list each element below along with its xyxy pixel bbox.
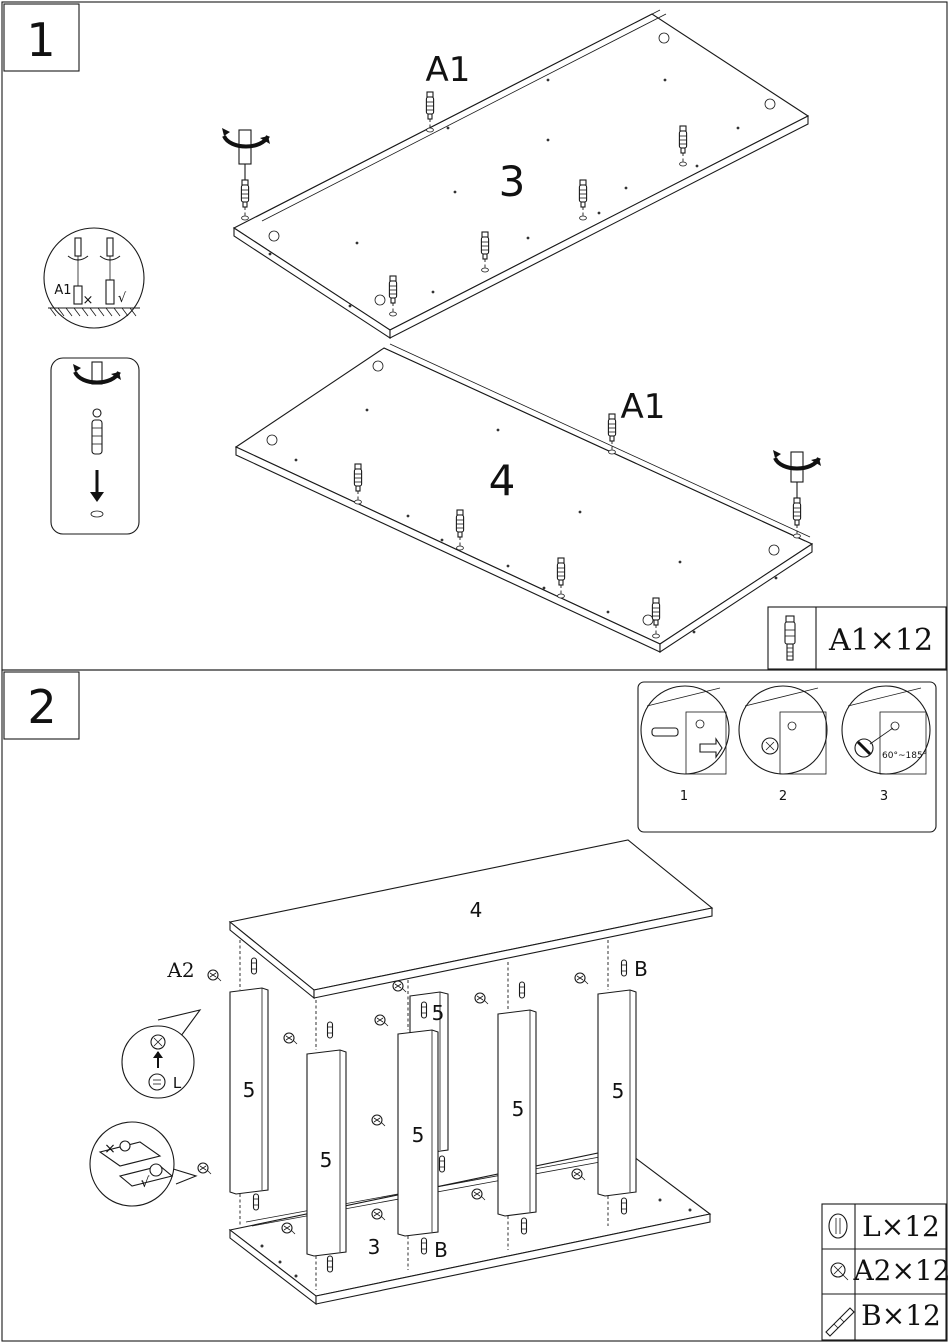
leg-label-3: 5: [412, 1123, 425, 1147]
inset-step-3-label: 3: [880, 789, 888, 804]
step-1-section: 1: [2, 2, 947, 670]
panel-4-label: 4: [489, 456, 516, 505]
leg-label-6: 5: [612, 1079, 625, 1103]
bottom-panel-3-drawing: [230, 1148, 710, 1304]
step-1-a1-label-top: A1: [426, 50, 471, 90]
panel-4-drawing: [236, 344, 821, 652]
cam-bolt-icon: [785, 616, 795, 660]
cam-parts-count: A2×12: [852, 1254, 950, 1287]
cam-nut-icon: [831, 1263, 848, 1280]
leg-label-1: 5: [243, 1078, 256, 1102]
cam-lock-callout: [122, 1010, 200, 1098]
inset-wrong-mark: ×: [83, 293, 94, 308]
cam-orientation-callout: [90, 1122, 196, 1206]
inset-right-mark: √: [118, 291, 127, 306]
rotation-range-label: 60°~185°: [882, 751, 927, 761]
dowel-label-bottom: B: [434, 1238, 448, 1262]
dowel-label-top: B: [634, 957, 648, 981]
step-2-section: 2 1 2 3 60°~185°: [2, 670, 950, 1341]
wood-dowel-icon: [826, 1308, 854, 1336]
orientation-wrong-mark: ×: [104, 1141, 116, 1157]
bottom-panel-label: 3: [368, 1235, 381, 1259]
cam-lock-icon: [829, 1214, 847, 1238]
inset-a1-label: A1: [54, 283, 71, 298]
step-1-number: 1: [26, 13, 55, 67]
step-2-number: 2: [27, 680, 56, 734]
step-2-parts-summary: L×12 A2×12 B×12: [822, 1204, 950, 1340]
a2-cam-label: A2: [166, 958, 194, 982]
inset-step-2-label: 2: [779, 789, 787, 804]
step-1-frame: [2, 2, 947, 670]
leg-label-5: 5: [512, 1097, 525, 1121]
dowel-parts-count: B×12: [861, 1299, 941, 1332]
orientation-right-mark: √: [141, 1175, 150, 1191]
step-1-parts-count: A1×12: [828, 623, 933, 658]
leg-label-4: 5: [432, 1001, 445, 1025]
step-1-a1-label-bottom: A1: [621, 387, 666, 427]
panel-3-label: 3: [499, 157, 526, 206]
leg-label-2: 5: [320, 1148, 333, 1172]
bolt-insertion-inset: [51, 358, 139, 534]
lock-label: L: [173, 1074, 182, 1092]
top-panel-label: 4: [470, 898, 483, 922]
inset-step-1-label: 1: [680, 789, 688, 804]
bolt-depth-inset: [44, 228, 144, 328]
lock-parts-count: L×12: [862, 1210, 940, 1243]
step-1-parts-summary: A1×12: [768, 607, 946, 669]
